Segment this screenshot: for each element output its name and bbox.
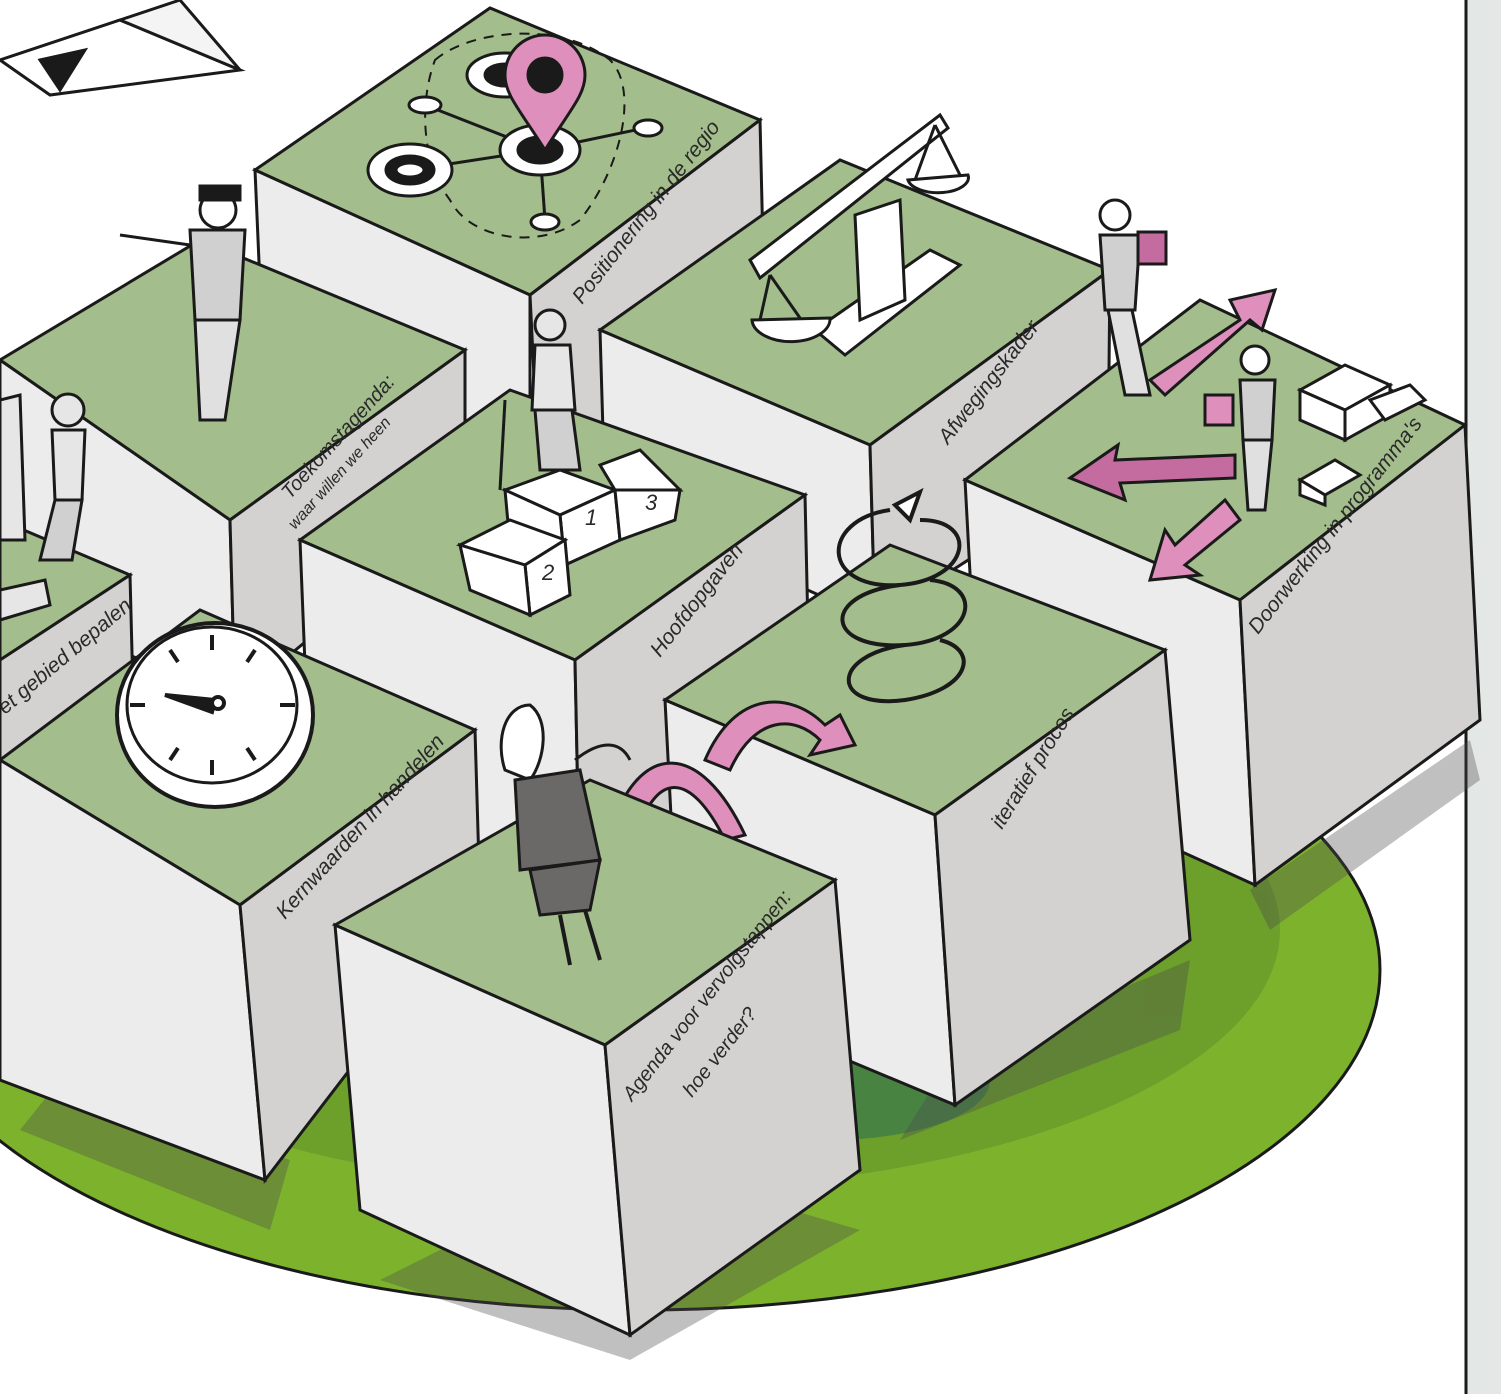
people-group-figure xyxy=(0,392,87,622)
balance-scale-icon xyxy=(748,112,970,357)
clock-icon xyxy=(115,621,315,809)
pointing-man-figure xyxy=(119,184,247,422)
podium-second: 2 xyxy=(541,560,554,585)
worker-figure xyxy=(498,308,582,491)
podium-icon xyxy=(455,448,684,618)
spiral-arrow-icon xyxy=(836,487,968,704)
paper-airplane-icon xyxy=(0,0,246,97)
podium-third: 3 xyxy=(645,490,658,515)
map-pin-icon xyxy=(503,33,587,153)
boxes-icon xyxy=(1296,363,1428,508)
podium-first: 1 xyxy=(585,505,597,530)
man-reading-figure xyxy=(1098,198,1168,397)
jump-arrow-icon xyxy=(608,700,858,843)
direction-arrows-icon xyxy=(1066,287,1278,582)
man-with-clipboard-figure xyxy=(1203,344,1277,512)
woman-looking-figure xyxy=(499,703,632,966)
